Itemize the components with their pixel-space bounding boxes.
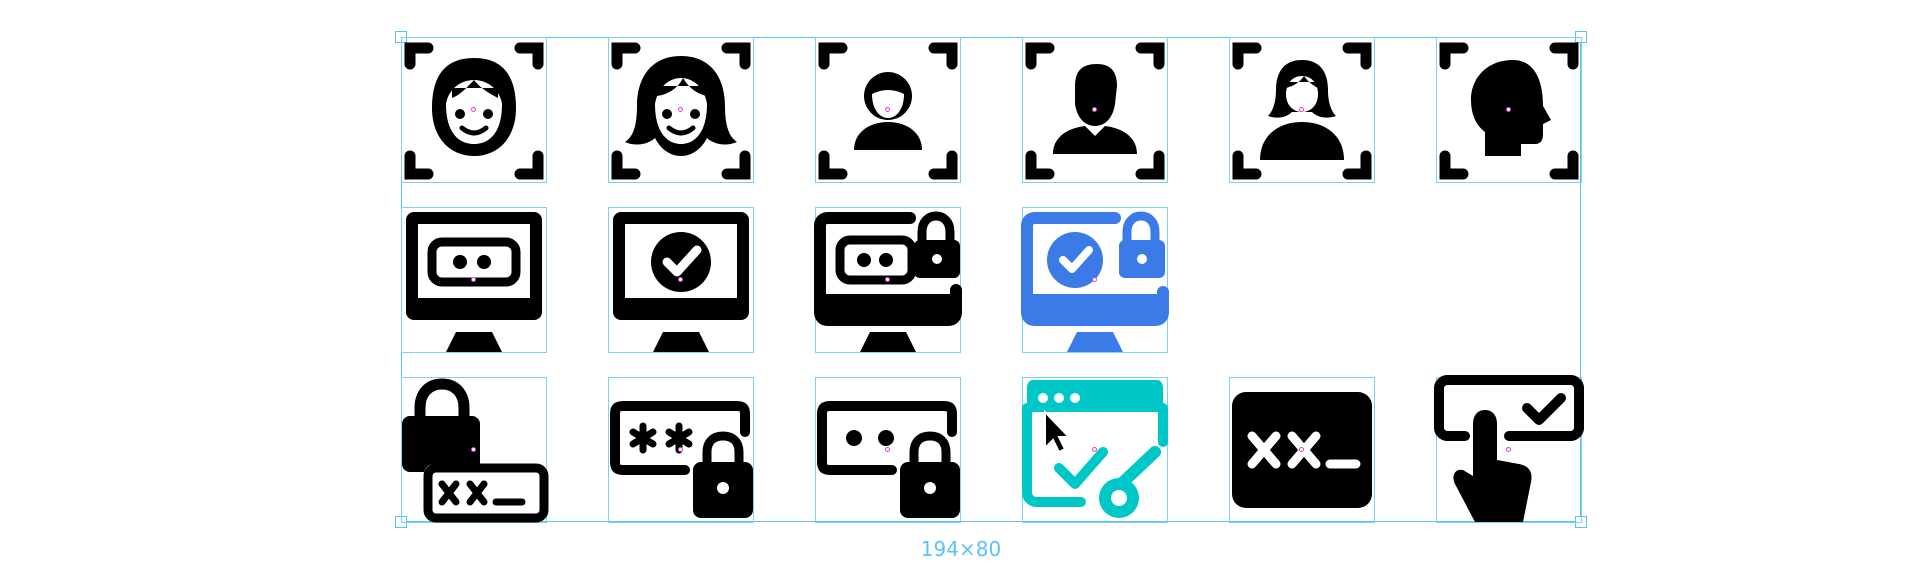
monitor-password-icon [406, 212, 542, 352]
lock-password-field-icon[interactable] [401, 377, 549, 523]
anchor-point-marker [885, 447, 890, 452]
browser-check-key-teal-icon [1022, 380, 1168, 518]
head-scan-icon [1439, 42, 1579, 180]
touch-check-icon [1434, 375, 1584, 522]
anchor-point-marker [885, 107, 890, 112]
touch-check-icon[interactable] [1434, 375, 1584, 523]
selection-frame [401, 37, 1581, 522]
anchor-point-marker [1299, 107, 1304, 112]
face-scan-woman-bust-icon[interactable] [1229, 37, 1375, 183]
anchor-point-marker [471, 447, 476, 452]
asterisk-password-lock-icon[interactable] [608, 377, 754, 523]
face-scan-woman-icon [611, 42, 751, 180]
anchor-point-marker [1506, 107, 1511, 112]
face-scan-user-icon[interactable] [815, 37, 961, 183]
anchor-point-marker [678, 277, 683, 282]
head-scan-icon[interactable] [1436, 37, 1582, 183]
selection-size-label: 194×80 [920, 537, 1002, 561]
face-scan-man-icon[interactable] [1022, 37, 1168, 183]
anchor-point-marker [1299, 447, 1304, 452]
face-scan-user-icon [818, 42, 958, 180]
anchor-point-marker [678, 447, 683, 452]
face-scan-woman-bust-icon [1232, 42, 1372, 180]
monitor-password-lock-icon[interactable] [814, 207, 962, 353]
anchor-point-marker [1092, 447, 1097, 452]
lock-password-field-icon [402, 378, 549, 523]
browser-check-key-teal-icon[interactable] [1022, 377, 1168, 523]
anchor-point-marker [471, 277, 476, 282]
anchor-point-marker [678, 107, 683, 112]
monitor-password-lock-icon [814, 211, 962, 352]
dot-password-lock-icon[interactable] [815, 377, 961, 523]
anchor-point-marker [471, 107, 476, 112]
anchor-point-marker [1092, 277, 1097, 282]
face-scan-woman-icon[interactable] [608, 37, 754, 183]
asterisk-password-lock-icon [610, 401, 753, 518]
monitor-check-lock-blue-icon [1021, 211, 1169, 352]
monitor-check-icon[interactable] [608, 207, 754, 353]
monitor-password-icon[interactable] [401, 207, 547, 353]
dot-password-lock-icon [817, 401, 960, 518]
monitor-check-icon [613, 212, 749, 352]
anchor-point-marker [885, 277, 890, 282]
monitor-check-lock-blue-icon[interactable] [1021, 207, 1169, 353]
face-scan-man-icon [1025, 42, 1165, 180]
anchor-point-marker [1506, 447, 1511, 452]
anchor-point-marker [1092, 107, 1097, 112]
